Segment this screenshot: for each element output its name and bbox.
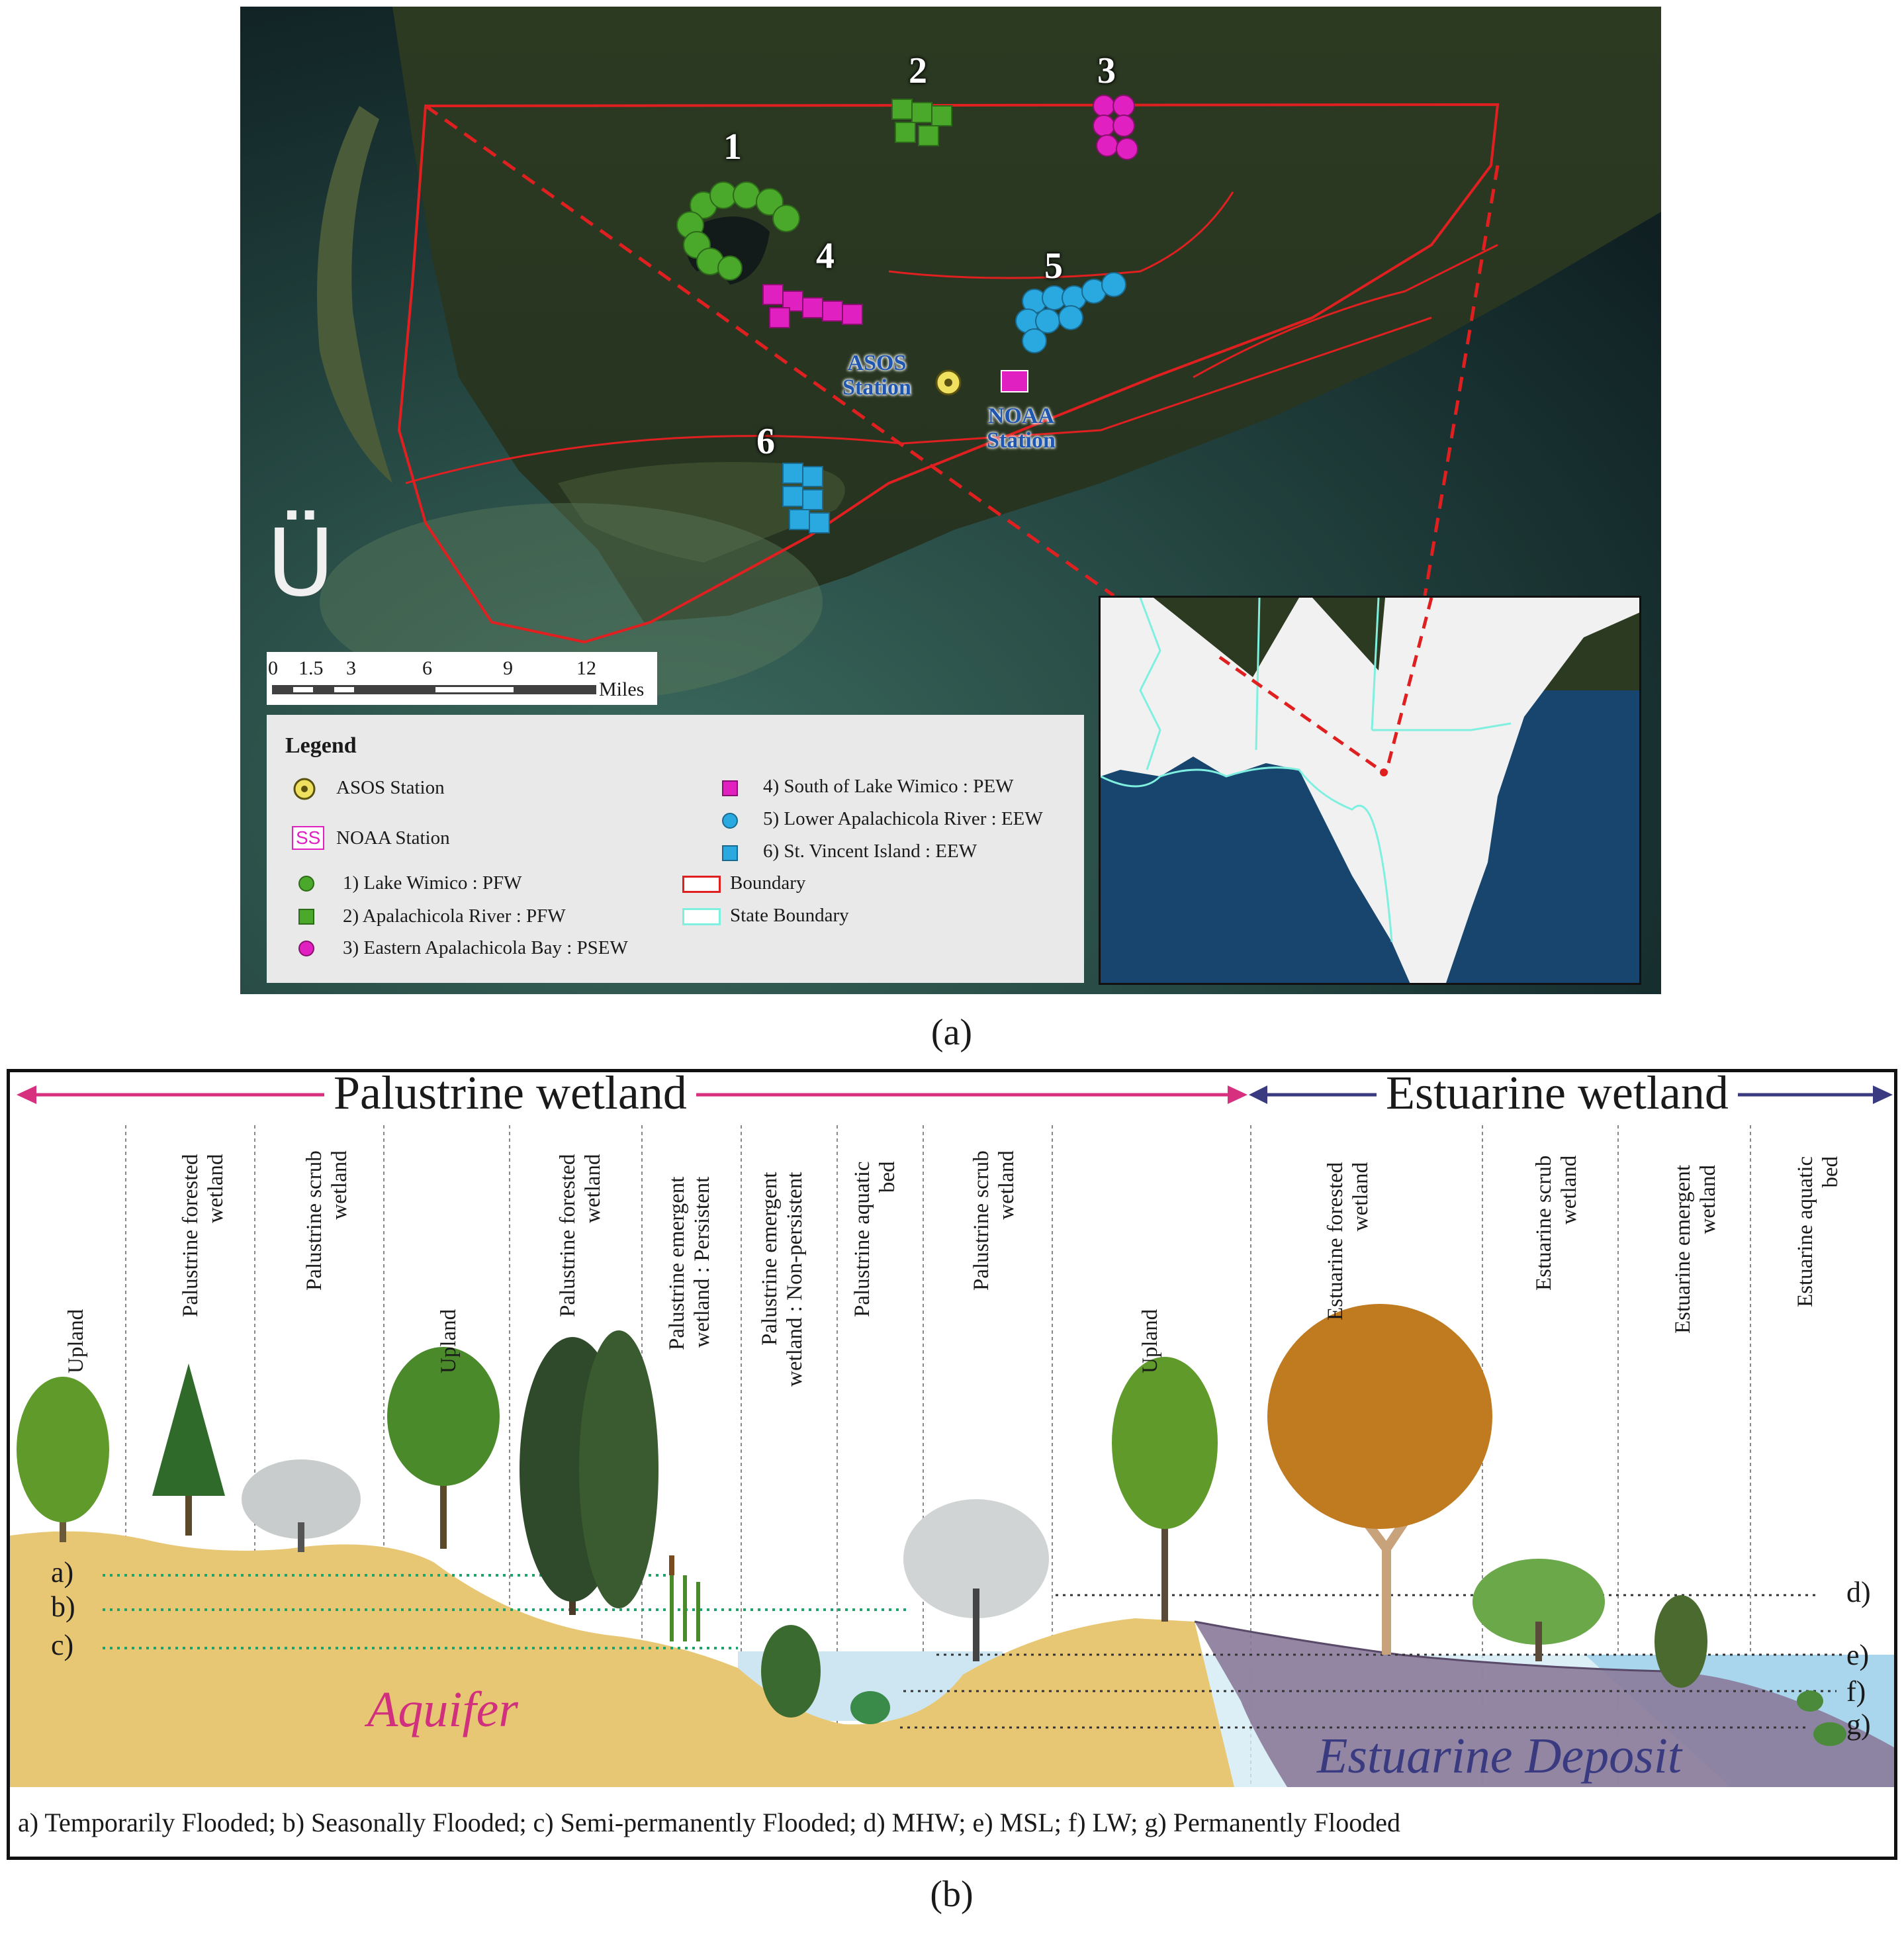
legend-title: Legend: [285, 733, 357, 758]
palustrine-wetland-header: Palustrine wetland: [324, 1072, 696, 1121]
square-magenta-icon: [722, 780, 738, 796]
site-number-2: 2: [909, 50, 927, 91]
estuarine-scrub-icon: [1473, 1559, 1605, 1661]
level-definitions-footnote: a) Temporarily Flooded; b) Seasonally Fl…: [18, 1808, 1401, 1837]
level-label-b: b): [51, 1590, 75, 1623]
estuarine-deposit-label: Estuarine Deposit: [1317, 1728, 1682, 1784]
site-number-6: 6: [756, 421, 775, 462]
scrub-icon-2: [903, 1499, 1049, 1661]
aquatic-plant-icon: [850, 1691, 890, 1724]
caption-a: (a): [930, 1012, 973, 1053]
north-arrow-icon: Ü: [267, 510, 335, 618]
site-number-3: 3: [1097, 50, 1116, 91]
zone-label-upland-1: Upland: [64, 1309, 88, 1373]
vegetation: [17, 1304, 1846, 1746]
circle-green-icon: [298, 876, 314, 892]
level-label-d: d): [1846, 1576, 1871, 1608]
forested-tree-icon: [520, 1330, 658, 1615]
estuarine-forest-tree-icon: [1267, 1304, 1492, 1655]
level-label-c: c): [51, 1629, 74, 1661]
site-5-cluster: [1015, 272, 1126, 353]
scale-bar: 0 1.5 3 6 9 12 Miles: [267, 652, 657, 705]
level-label-f: f): [1846, 1675, 1866, 1708]
cross-section-panel: Palustrine wetland Estuarine wetland Upl…: [7, 1069, 1897, 1860]
boundary-swatch-icon: [682, 876, 721, 893]
square-green-icon: [298, 909, 314, 925]
circle-magenta-icon: [298, 941, 314, 956]
site-4-cluster: [762, 284, 863, 328]
site-number-5: 5: [1044, 246, 1063, 287]
estuarine-emergent-icon: [1655, 1595, 1707, 1688]
site-6-cluster: [782, 463, 830, 533]
site-3-cluster: [1093, 95, 1138, 160]
asos-icon: [935, 369, 962, 396]
zone-label-upland-3: Upland: [1138, 1309, 1162, 1373]
fern-icon: [761, 1625, 821, 1718]
noaa-icon: [1001, 370, 1028, 392]
level-label-g: g): [1846, 1708, 1871, 1741]
state-boundary-swatch-icon: [682, 908, 721, 925]
site-number-1: 1: [723, 126, 742, 167]
conifer-tree-icon: [152, 1363, 225, 1536]
circle-cyan-icon: [722, 813, 738, 829]
square-cyan-icon: [722, 845, 738, 861]
legend: Legend ASOS Station SS NOAA Station 1) L…: [267, 715, 1084, 983]
estuarine-wetland-header: Estuarine wetland: [1377, 1072, 1738, 1121]
site-2-cluster: [891, 99, 952, 146]
caption-b: (b): [930, 1874, 974, 1915]
asos-legend-icon: [293, 778, 316, 800]
cross-section-graphic: [10, 1085, 1894, 1787]
site-1-cluster: [676, 181, 800, 281]
site-number-4: 4: [816, 236, 835, 277]
zone-label-upland-2: Upland: [437, 1309, 461, 1373]
inset-locator-map: [1099, 596, 1641, 985]
inset-map-graphic: [1101, 598, 1639, 983]
upland-tree-icon: [17, 1377, 109, 1542]
upland-tree-icon-3: [1112, 1357, 1218, 1622]
scrub-icon: [242, 1459, 361, 1552]
aquifer-label: Aquifer: [367, 1682, 518, 1737]
estuarine-aquatic-icon: [1797, 1690, 1846, 1746]
noaa-legend-icon: SS: [292, 826, 325, 850]
cattail-icon: [669, 1555, 700, 1641]
level-label-e: e): [1846, 1639, 1870, 1671]
upland-tree-icon-2: [387, 1347, 500, 1549]
level-label-a: a): [51, 1556, 74, 1589]
